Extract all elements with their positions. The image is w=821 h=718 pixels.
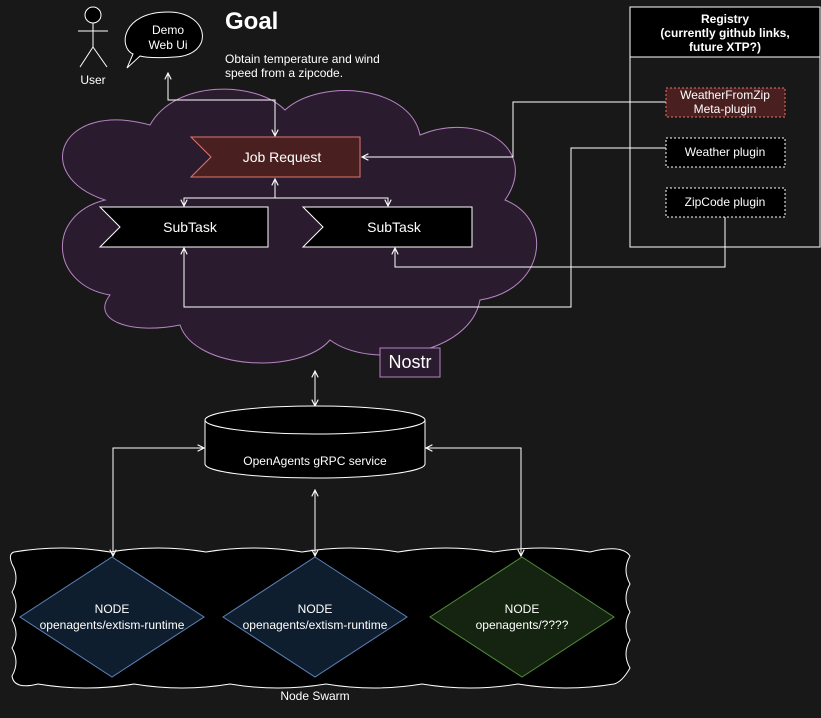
goal-description-line-2: speed from a zipcode. (225, 66, 343, 80)
job-request-label: Job Request (243, 149, 322, 165)
node-3[interactable]: NODE openagents/???? (429, 556, 615, 678)
node-3-runtime: openagents/???? (476, 618, 569, 632)
arrow-split-to-subtask-2 (275, 197, 388, 206)
registry-subtitle-1: (currently github links, (660, 26, 789, 40)
node-2-runtime: openagents/extism-runtime (243, 618, 388, 632)
plugin-weatherfromzip-name: WeatherFromZip (680, 88, 770, 102)
subtask-1[interactable]: SubTask (98, 206, 269, 248)
arrow-meta-plugin-to-job (362, 101, 666, 157)
goal-title: Goal (225, 8, 278, 35)
node-1-runtime: openagents/extism-runtime (40, 618, 185, 632)
demo-web-ui-bubble[interactable]: Demo Web Ui (124, 11, 203, 69)
job-request[interactable]: Job Request (189, 136, 361, 178)
plugin-weatherfromzip-type: Meta-plugin (694, 102, 757, 116)
plugin-weather-name: Weather plugin (685, 145, 766, 159)
bubble-line-1: Demo (152, 23, 184, 37)
arrow-split-to-subtask-1 (184, 197, 275, 206)
arrow-weather-plugin-to-subtask-1 (184, 147, 666, 308)
node-swarm-label: Node Swarm (280, 689, 349, 703)
node-2[interactable]: NODE openagents/extism-runtime (222, 556, 408, 678)
arrow-service-to-node-3 (426, 448, 521, 556)
node-2-title: NODE (298, 602, 333, 616)
user-label: User (80, 73, 105, 87)
subtask-2[interactable]: SubTask (301, 206, 473, 248)
plugin-weather[interactable]: Weather plugin (665, 137, 786, 168)
goal-description-line-1: Obtain temperature and wind (225, 52, 380, 66)
node-3-title: NODE (505, 602, 540, 616)
bubble-line-2: Web Ui (148, 38, 187, 52)
nostr-label: Nostr (388, 352, 431, 372)
arrow-bubble-to-job (168, 73, 275, 136)
subtask-1-label: SubTask (163, 219, 218, 235)
arrow-zipcode-plugin-to-subtask-2 (395, 217, 726, 268)
registry-title: Registry (701, 12, 749, 26)
node-1[interactable]: NODE openagents/extism-runtime (19, 556, 205, 678)
registry-subtitle-2: future XTP?) (689, 40, 761, 54)
user-icon (78, 6, 108, 68)
nostr-cloud (62, 88, 538, 364)
nostr-label-box: Nostr (379, 347, 441, 378)
grpc-service-label: OpenAgents gRPC service (243, 454, 387, 468)
grpc-service[interactable]: OpenAgents gRPC service (204, 405, 426, 479)
plugin-zipcode-name: ZipCode plugin (685, 195, 766, 209)
plugin-weatherfromzip[interactable]: WeatherFromZip Meta-plugin (665, 87, 786, 118)
plugin-zipcode[interactable]: ZipCode plugin (665, 187, 786, 218)
subtask-2-label: SubTask (367, 219, 422, 235)
node-1-title: NODE (95, 602, 130, 616)
arrow-service-to-node-1 (113, 448, 204, 556)
